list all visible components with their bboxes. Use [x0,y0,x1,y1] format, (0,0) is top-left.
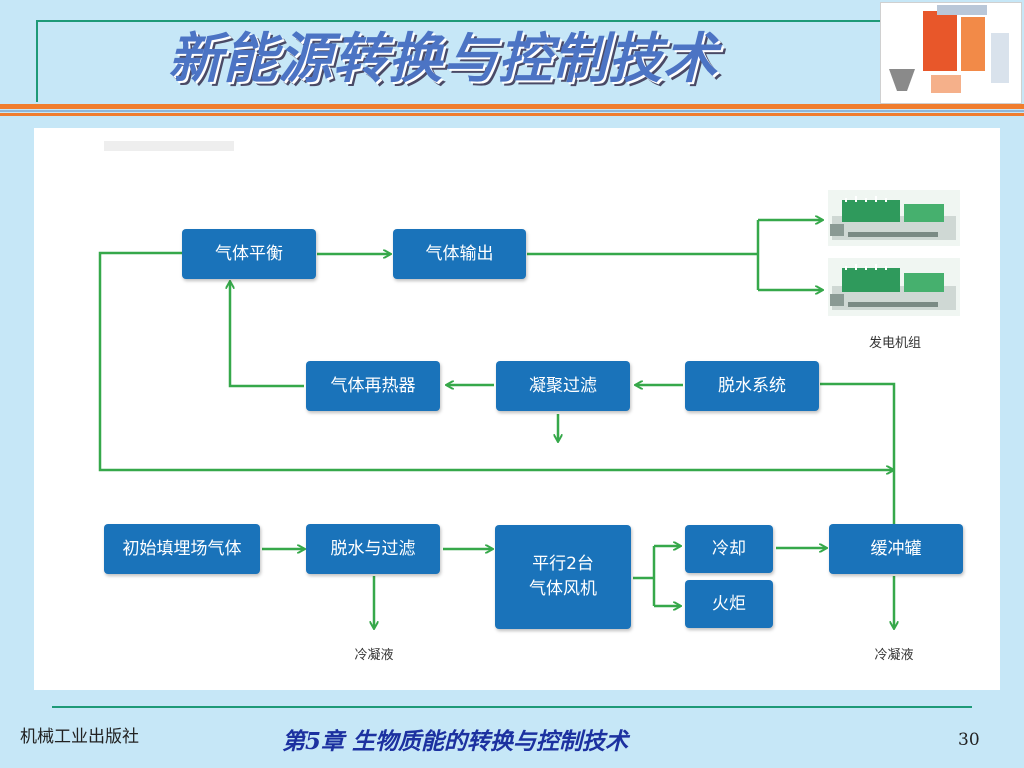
generator-set-2 [828,258,960,316]
gas-balance-loop-line [98,251,893,470]
buffer-to-dewater-line [820,382,896,548]
boiler-illustration [889,5,1009,93]
parallel-fans-box: 平行2台 气体风机 [495,525,631,629]
buffer-tank-box: 缓冲罐 [829,524,963,574]
gas-balance-box: 气体平衡 [182,229,316,279]
accent-stripe-mid [0,110,1024,112]
initial-landfill-gas-box: 初始填埋场气体 [104,524,260,574]
flare-box: 火炬 [685,580,773,628]
condensate-label-right: 冷凝液 [874,648,914,663]
footer-publisher: 机械工业出版社 [20,727,139,747]
cooling-box: 冷却 [685,525,773,573]
boiler-stack [991,33,1009,83]
boiler-flue [961,17,985,71]
page-number: 30 [958,730,980,750]
boiler-furnace [923,11,957,71]
reheater-to-balance-arrow [230,282,304,388]
title-frame-left [36,20,38,102]
accent-stripe-bottom [0,113,1024,116]
boiler-base [931,75,961,93]
title-frame-top [36,20,882,22]
footer-chapter: 第5章 生物质能的转换与控制技术 [282,728,629,755]
boiler-thumbnail [880,2,1022,104]
boiler-drum [937,5,987,15]
generator-set-1 [828,190,960,246]
generator-set-label: 发电机组 [868,336,921,351]
panel-caption-placeholder [104,141,234,151]
boiler-hopper [889,69,915,91]
generator-icon [830,196,956,240]
condense-filter-box: 凝聚过滤 [496,361,630,411]
dewater-filter-box: 脱水与过滤 [306,524,440,574]
gas-output-box: 气体输出 [393,229,526,279]
slide-title: 新能源转换与控制技术 [168,27,718,90]
dewater-system-box: 脱水系统 [685,361,819,411]
gas-reheater-box: 气体再热器 [306,361,440,411]
condensate-label-left: 冷凝液 [354,648,394,663]
accent-stripe-top [0,104,1024,109]
footer-divider [52,706,972,708]
generator-icon [830,264,956,310]
